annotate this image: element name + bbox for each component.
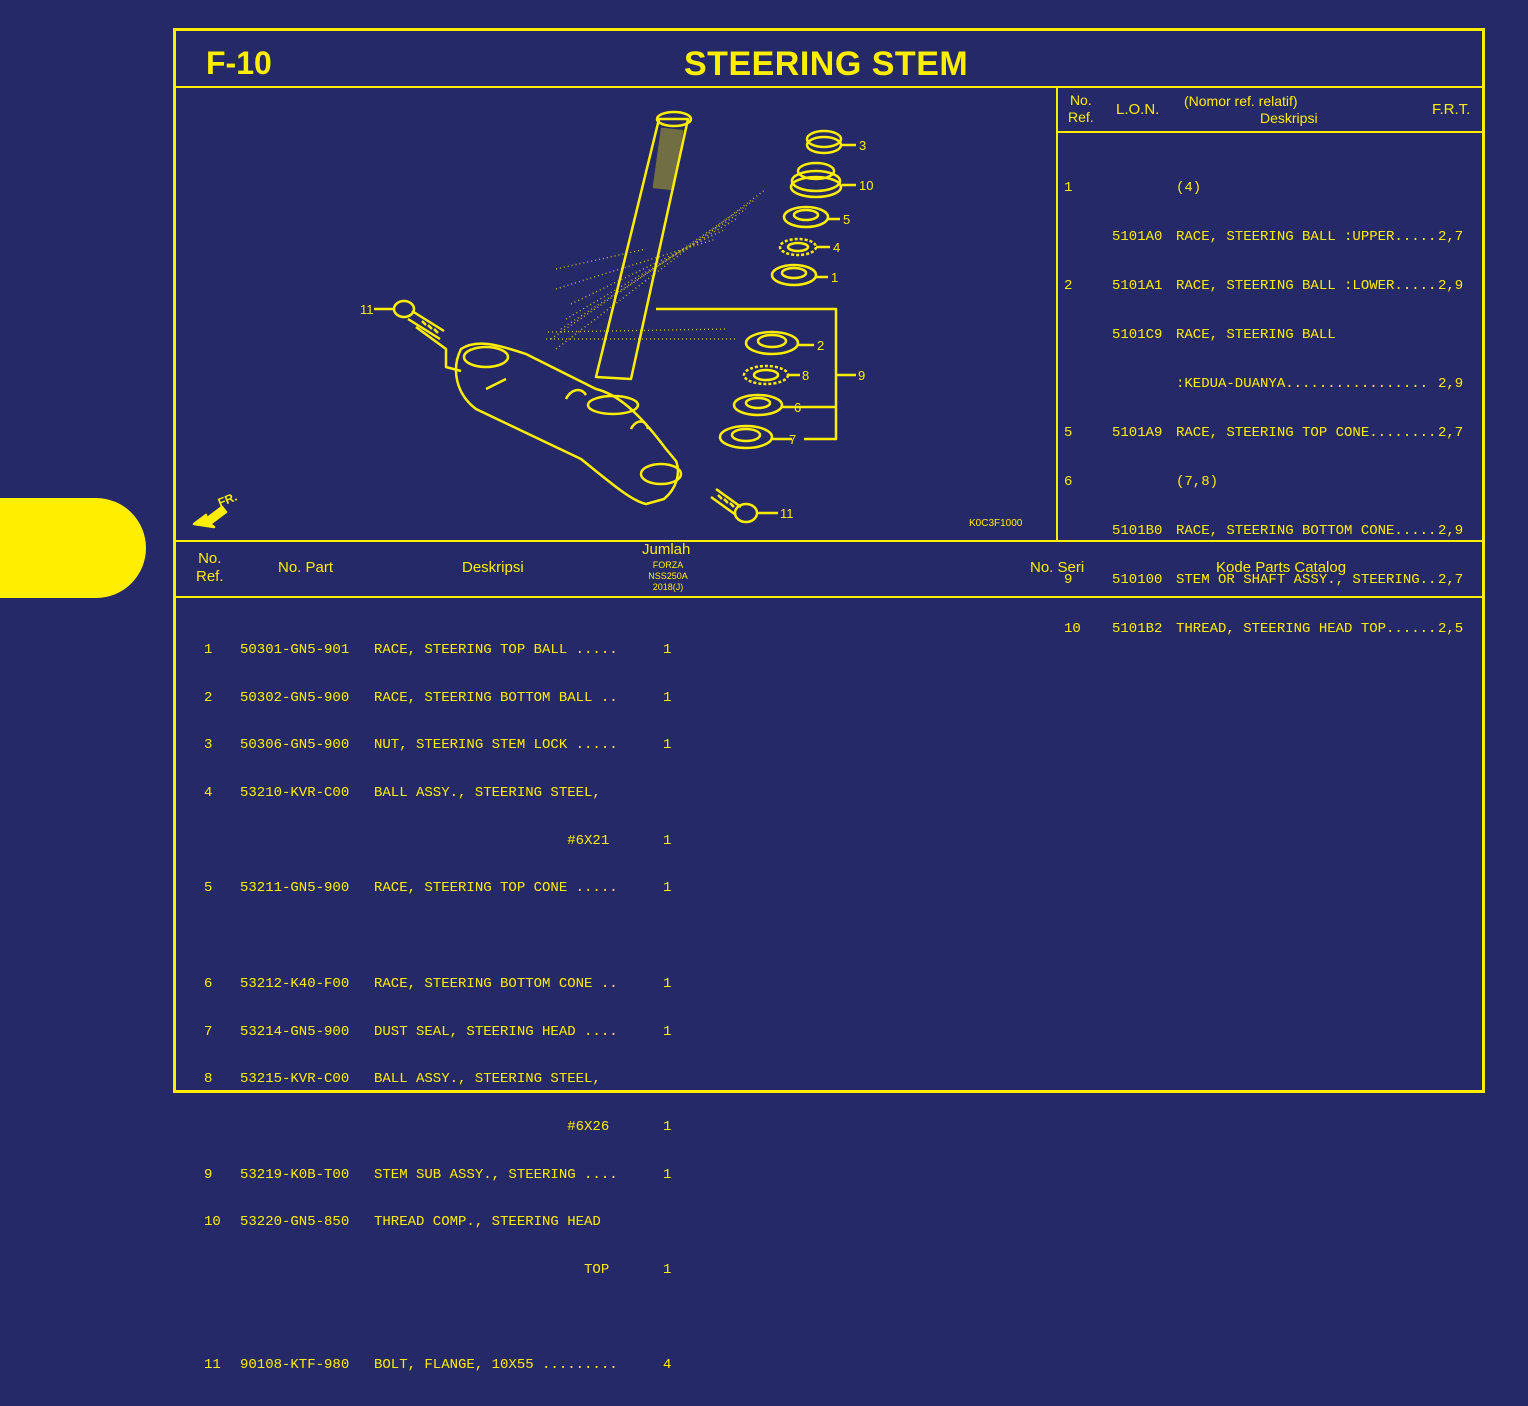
parts-desc-col-header: Deskripsi: [462, 559, 524, 576]
front-label: FR.: [216, 490, 239, 510]
callout-9: 9: [858, 368, 865, 383]
ref-row: 6(7,8): [1064, 474, 1219, 490]
ref-row: :KEDUA-DUANYA.................2,9: [1176, 376, 1464, 392]
side-tab[interactable]: [0, 498, 146, 598]
callout-5: 5: [843, 212, 850, 227]
bolt-11-lower: [710, 487, 759, 524]
qty-model-label: FORZA NSS250A 2018(J): [648, 560, 688, 592]
race-6: [732, 393, 784, 417]
part-no-col-header: No. Part: [278, 559, 334, 576]
desc-col-header-note: (Nomor ref. relatif): [1184, 93, 1298, 109]
parts-ref-col-header: No. Ref.: [196, 550, 224, 585]
ref-row: 1(4): [1064, 180, 1202, 196]
table-row: [176, 1311, 776, 1327]
race-5: [782, 205, 830, 229]
callout-7: 7: [789, 432, 796, 447]
callout-11-lower: 11: [780, 506, 794, 521]
nut-3: [805, 129, 843, 155]
ball-4: [778, 237, 818, 257]
page-code: F-10: [206, 45, 272, 81]
callout-8: 8: [802, 368, 809, 383]
qty-col-header: Jumlah: [642, 541, 691, 558]
callout-6: 6: [794, 400, 801, 415]
callout-3: 3: [859, 138, 866, 153]
ref-col-header: No. Ref.: [1068, 92, 1094, 125]
catalog-col-header: Kode Parts Catalog: [1216, 559, 1347, 576]
parts-header-divider: [176, 596, 1482, 598]
drawing-code: K0C3F1000: [969, 518, 1023, 529]
exploded-diagram: 3 10 5 4 1 2 8 9 6 7 11 11 FR. K0C3F1000: [192, 110, 1023, 529]
parts-sheet: F-10 STEERING STEM: [173, 28, 1485, 1373]
header-divider: [176, 86, 1482, 88]
seal-7: [718, 424, 774, 450]
callout-1: 1: [831, 270, 838, 285]
steering-stem-tube: [594, 117, 690, 381]
serial-col-header: No. Seri: [1030, 559, 1085, 576]
ref-header-divider: [1058, 131, 1482, 133]
frt-col-header: F.R.T.: [1432, 101, 1471, 118]
race-2: [744, 330, 800, 356]
desc-col-header: Deskripsi: [1260, 110, 1318, 126]
callout-11-upper: 11: [360, 302, 374, 317]
ball-8: [742, 364, 790, 386]
diagram-bottom-divider: [176, 540, 1482, 542]
callout-4: 4: [833, 240, 840, 255]
stem-top: [655, 110, 693, 128]
page-title: STEERING STEM: [684, 45, 969, 83]
frame-hatch: [546, 188, 767, 350]
race-1: [770, 263, 818, 287]
callout-2: 2: [817, 338, 824, 353]
thread-10: [789, 161, 843, 199]
bolt-11-upper: [392, 299, 445, 341]
lon-col-header: L.O.N.: [1116, 101, 1160, 118]
table-row: [176, 929, 776, 945]
front-arrow-icon: [192, 505, 228, 529]
callout-10: 10: [859, 178, 873, 193]
diagram-divider: [1056, 88, 1058, 540]
